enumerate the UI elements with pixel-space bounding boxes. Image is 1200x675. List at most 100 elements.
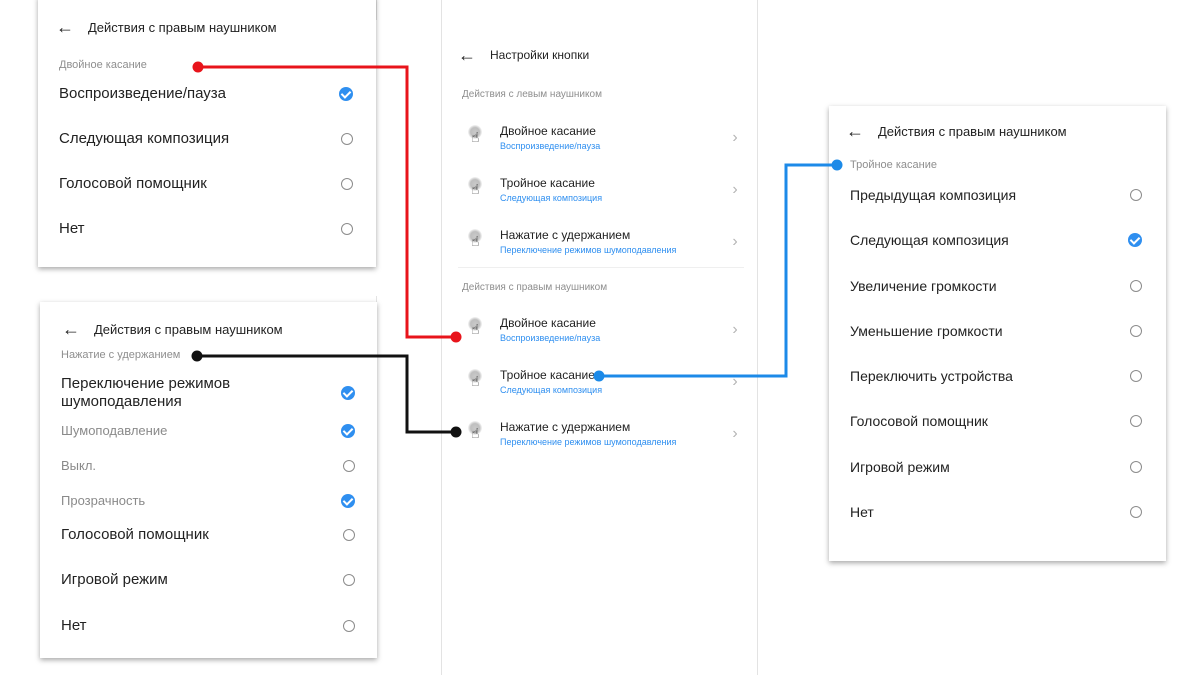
connector-blue-line (599, 163, 837, 378)
setting-row[interactable]: ☝ Тройное касание Следующая композиция › (466, 368, 742, 396)
option-row[interactable]: Нет (850, 503, 1142, 521)
option-row[interactable]: Следующая композиция (59, 130, 353, 148)
option-row[interactable]: Голосовой помощник (61, 526, 355, 544)
radio-empty-icon[interactable] (343, 460, 355, 472)
row-title: Нажатие с удержанием (500, 228, 631, 242)
option-label: Игровой режим (61, 571, 168, 588)
radio-empty-icon[interactable] (341, 223, 353, 235)
option-row[interactable]: Переключение режимов шумоподавления (61, 375, 355, 411)
connector-blue-dot (593, 370, 605, 382)
option-row[interactable]: Нет (59, 220, 353, 238)
panel-header: ← Действия с правым наушником (846, 122, 1067, 140)
setting-row[interactable]: ☝ Двойное касание Воспроизведение/пауза … (466, 316, 742, 344)
panel-header: ← Действия с правым наушником (62, 320, 283, 338)
option-row[interactable]: Шумоподавление (61, 422, 355, 440)
option-label: Шумоподавление (61, 423, 168, 438)
option-row[interactable]: Игровой режим (850, 458, 1142, 476)
option-row[interactable]: Голосовой помощник (59, 175, 353, 193)
option-row[interactable]: Воспроизведение/пауза (59, 85, 353, 103)
panel-triple-tap: ← Действия с правым наушником Тройное ка… (829, 106, 1166, 561)
setting-row[interactable]: ☝ Нажатие с удержанием Переключение режи… (466, 228, 742, 256)
row-title: Нажатие с удержанием (500, 420, 631, 434)
option-label: Нет (59, 220, 85, 237)
setting-row[interactable]: ☝ Тройное касание Следующая композиция › (466, 176, 742, 204)
radio-empty-icon[interactable] (1130, 415, 1142, 427)
radio-empty-icon[interactable] (343, 529, 355, 541)
check-circle-icon[interactable] (339, 87, 353, 101)
option-label: Предыдущая композиция (850, 187, 1017, 203)
radio-empty-icon[interactable] (1130, 461, 1142, 473)
option-label: Увеличение громкости (850, 278, 997, 294)
option-label: Нет (61, 617, 87, 634)
setting-row[interactable]: ☝ Нажатие с удержанием Переключение режи… (466, 420, 742, 448)
section-label: Действия с правым наушником (462, 282, 608, 293)
row-value: Следующая композиция (500, 193, 603, 203)
radio-empty-icon[interactable] (343, 620, 355, 632)
touch-finger-icon: ☝ (466, 317, 492, 343)
option-row[interactable]: Игровой режим (61, 571, 355, 589)
option-label: Прозрачность (61, 493, 146, 508)
option-row[interactable]: Прозрачность (61, 492, 355, 510)
option-label: Следующая композиция (850, 232, 1009, 248)
row-value: Воспроизведение/пауза (500, 141, 601, 151)
section-divider (458, 267, 744, 268)
option-label: Выкл. (61, 458, 97, 473)
row-title: Тройное касание (500, 368, 595, 382)
radio-empty-icon[interactable] (1130, 280, 1142, 292)
option-label: Нет (850, 504, 874, 520)
radio-empty-icon[interactable] (341, 178, 353, 190)
row-value: Воспроизведение/пауза (500, 333, 601, 343)
panel-title: Действия с правым наушником (88, 19, 277, 35)
option-row[interactable]: Переключить устройства (850, 367, 1142, 385)
panel-title: Действия с правым наушником (94, 321, 283, 337)
back-arrow-icon[interactable]: ← (56, 17, 74, 37)
section-label: Тройное касание (850, 159, 937, 171)
connector-black-dot (450, 426, 462, 438)
back-arrow-icon[interactable]: ← (846, 121, 864, 141)
back-arrow-icon[interactable]: ← (62, 319, 80, 339)
setting-row[interactable]: ☝ Двойное касание Воспроизведение/пауза … (466, 124, 742, 152)
check-circle-icon[interactable] (341, 494, 355, 508)
section-label: Двойное касание (59, 59, 147, 71)
connector-blue-dot (831, 159, 843, 171)
back-arrow-icon[interactable]: ← (458, 45, 476, 65)
option-row[interactable]: Нет (61, 617, 355, 635)
option-row[interactable]: Увеличение громкости (850, 277, 1142, 295)
section-label: Нажатие с удержанием (61, 349, 181, 361)
divider-line (757, 0, 758, 675)
option-label: Уменьшение громкости (850, 323, 1003, 339)
check-circle-icon[interactable] (341, 424, 355, 438)
option-row[interactable]: Следующая композиция (850, 231, 1142, 249)
connector-black-dot (191, 350, 203, 362)
section-label: Действия с левым наушником (462, 89, 602, 100)
chevron-right-icon: › (732, 425, 738, 442)
chevron-right-icon: › (732, 129, 738, 146)
connector-red-dot (450, 331, 462, 343)
option-row[interactable]: Голосовой помощник (850, 412, 1142, 430)
option-label: Воспроизведение/пауза (59, 85, 227, 102)
option-row[interactable]: Предыдущая композиция (850, 186, 1142, 204)
option-row[interactable]: Уменьшение громкости (850, 322, 1142, 340)
option-row[interactable]: Выкл. (61, 457, 355, 475)
radio-empty-icon[interactable] (1130, 506, 1142, 518)
touch-finger-icon: ☝ (466, 229, 492, 255)
radio-empty-icon[interactable] (1130, 370, 1142, 382)
option-label: Переключить устройства (850, 368, 1013, 384)
connector-red-line (198, 65, 456, 339)
check-circle-icon[interactable] (1128, 233, 1142, 247)
radio-empty-icon[interactable] (343, 574, 355, 586)
panel-title: Настройки кнопки (490, 48, 590, 62)
radio-empty-icon[interactable] (341, 133, 353, 145)
radio-empty-icon[interactable] (1130, 189, 1142, 201)
connector-black-line (197, 354, 456, 434)
panel-header: ← Действия с правым наушником (56, 18, 277, 36)
check-circle-icon[interactable] (341, 386, 355, 400)
panel-header: ← Настройки кнопки (458, 46, 589, 64)
radio-empty-icon[interactable] (1130, 325, 1142, 337)
panel-double-tap: ← Действия с правым наушником Двойное ка… (38, 0, 376, 267)
option-label: Голосовой помощник (850, 413, 988, 429)
row-value: Следующая композиция (500, 385, 603, 395)
touch-finger-icon: ☝ (466, 125, 492, 151)
panel-hold: ← Действия с правым наушником Нажатие с … (40, 302, 377, 658)
divider-line (376, 0, 377, 20)
